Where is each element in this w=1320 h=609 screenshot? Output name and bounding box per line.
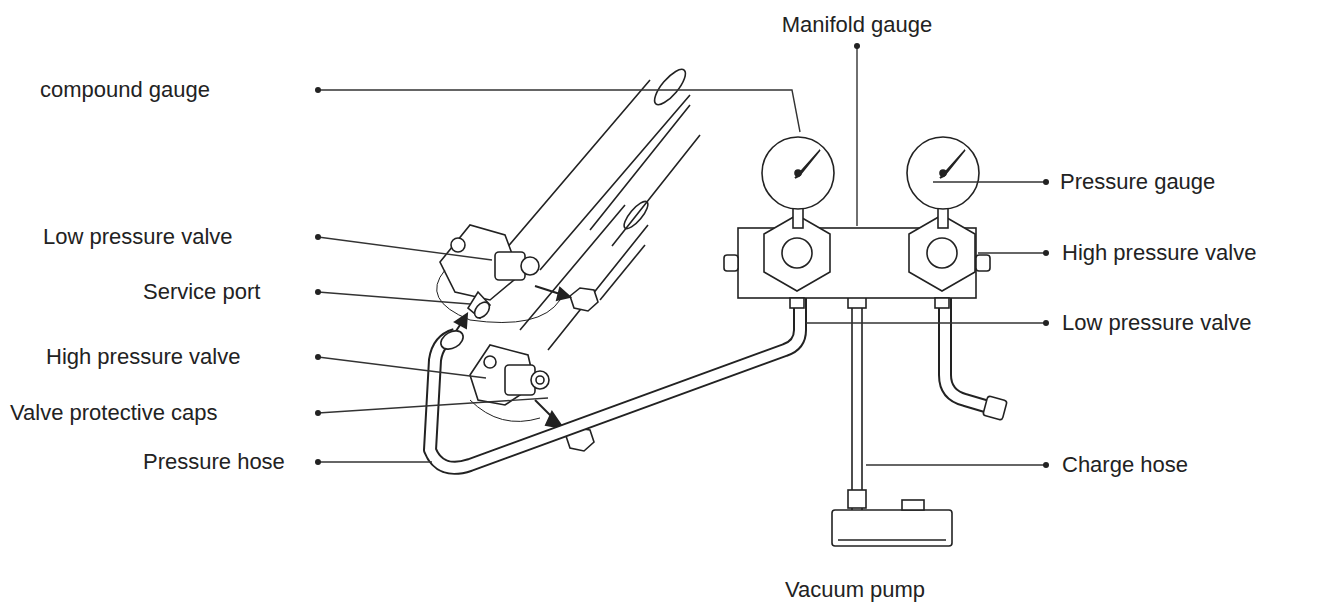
part-label: High pressure valve xyxy=(46,344,240,370)
leader-dots xyxy=(315,43,1049,468)
part-label: Service port xyxy=(143,279,260,305)
part-label: Low pressure valve xyxy=(1062,310,1252,336)
part-label: Pressure hose xyxy=(143,449,285,475)
part-label: Manifold gauge xyxy=(782,12,932,38)
part-label: High pressure valve xyxy=(1062,240,1256,266)
part-label: Low pressure valve xyxy=(43,224,233,250)
part-label: Valve protective caps xyxy=(10,400,217,426)
part-label: Charge hose xyxy=(1062,452,1188,478)
part-label: compound gauge xyxy=(40,77,210,103)
part-label: Pressure gauge xyxy=(1060,169,1215,195)
refrigerant-pipes xyxy=(505,65,700,350)
high-side-hose xyxy=(945,298,992,408)
leader-lines xyxy=(318,46,1044,465)
pressure-hose xyxy=(430,298,800,468)
part-label: Vacuum pump xyxy=(785,577,925,603)
direction-arrows xyxy=(452,286,570,428)
manifold-body xyxy=(724,215,990,308)
vacuum-pump xyxy=(832,500,952,546)
